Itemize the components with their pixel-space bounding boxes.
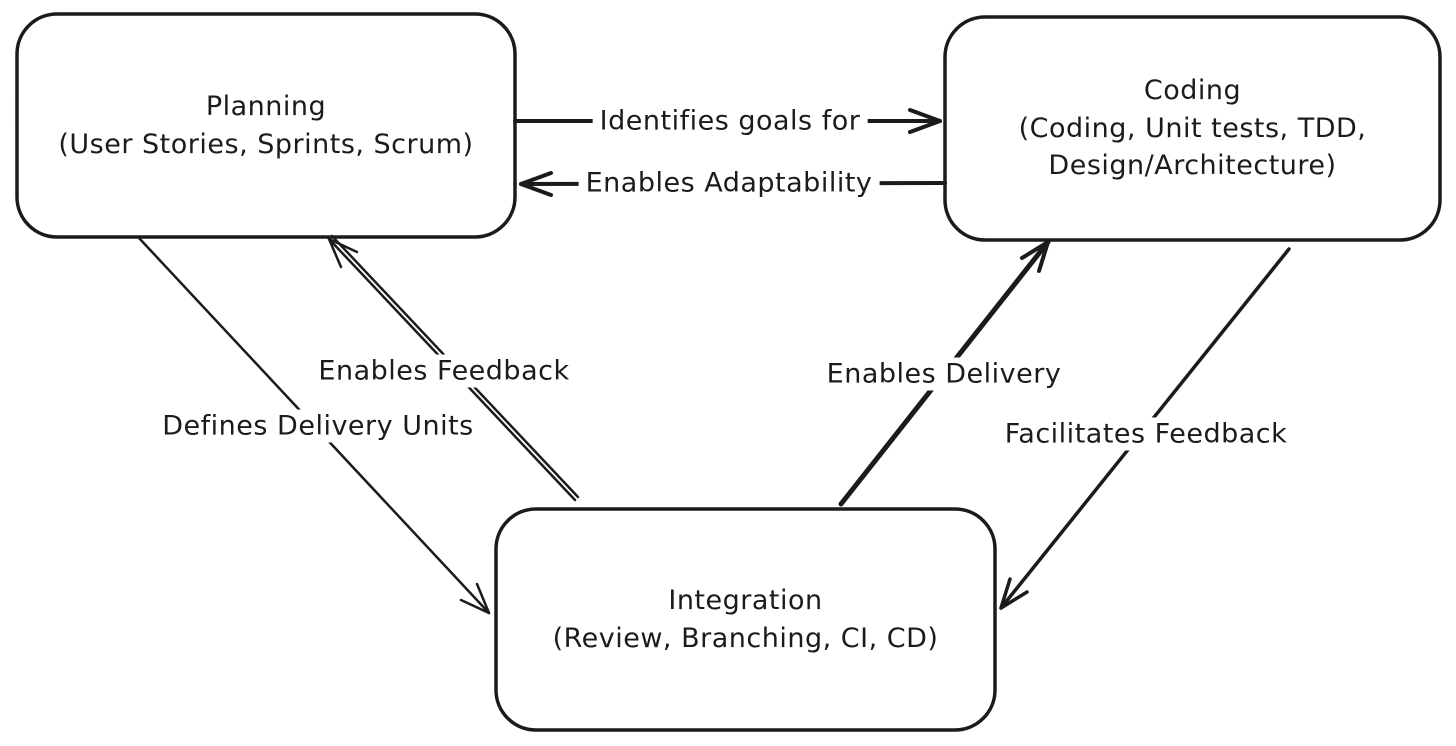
edge-label-enables-feedback: Enables Feedback (311, 354, 577, 388)
edge-label-enables-adaptability: Enables Adaptability (578, 166, 880, 200)
edge-label-facilitates-feedback: Facilitates Feedback (997, 417, 1295, 451)
node-integration-box (494, 507, 997, 732)
edge-label-defines-delivery-units: Defines Delivery Units (155, 409, 481, 443)
node-coding-box (943, 15, 1442, 242)
node-planning-box (15, 12, 517, 239)
edge-label-enables-delivery: Enables Delivery (819, 357, 1069, 391)
edge-label-identifies-goals-for: Identifies goals for (592, 104, 868, 138)
